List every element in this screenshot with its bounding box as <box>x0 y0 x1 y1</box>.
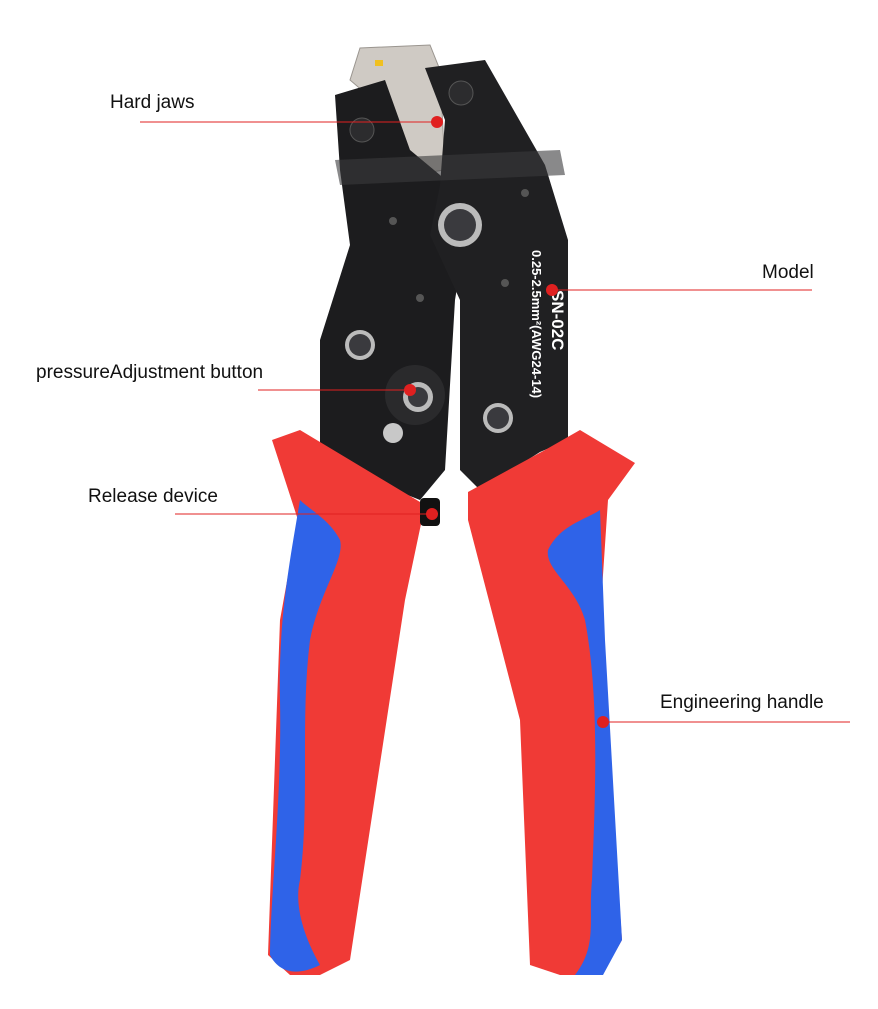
tool-body <box>320 60 568 500</box>
label-model: Model <box>762 262 814 283</box>
label-pressure-adjustment: pressureAdjustment button <box>36 362 264 383</box>
label-hard-jaws: Hard jaws <box>110 92 195 113</box>
model-marking: 0.25-2.5mm²(AWG24-14) SN-02C <box>529 250 567 398</box>
leader-dots <box>404 116 609 728</box>
spec-text: 0.25-2.5mm²(AWG24-14) <box>529 250 544 398</box>
right-handle <box>468 430 635 975</box>
leader-lines <box>140 121 850 723</box>
label-release-device: Release device <box>88 486 218 507</box>
left-handle <box>268 430 425 975</box>
model-number: SN-02C <box>548 290 567 350</box>
label-engineering-handle: Engineering handle <box>660 692 824 713</box>
